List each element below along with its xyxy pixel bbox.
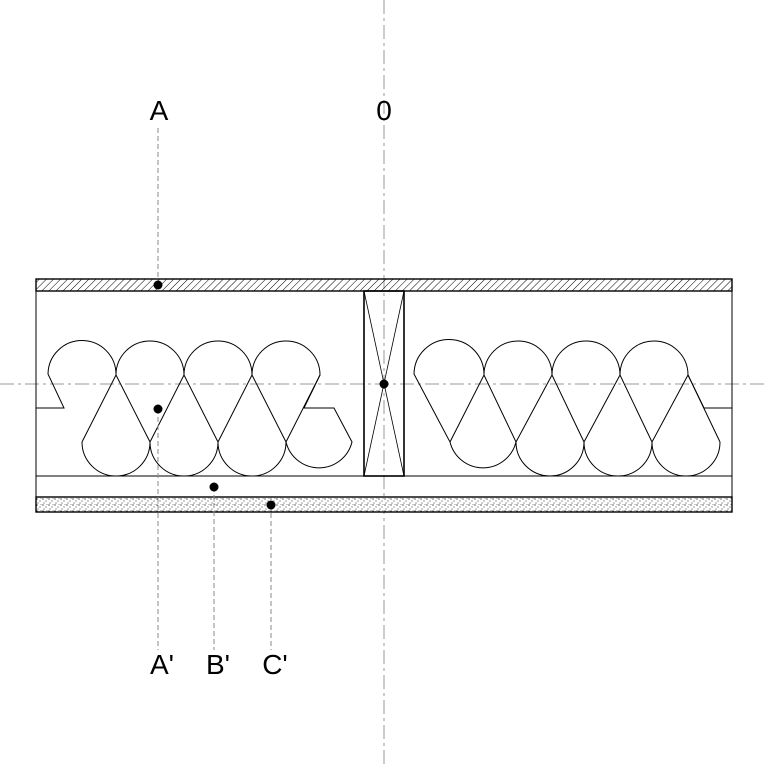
label-zero: 0 [376, 95, 392, 126]
reference-points [153, 280, 389, 510]
point-zero [379, 379, 389, 389]
point-c-prime [266, 500, 276, 510]
bottom-board [35, 496, 733, 513]
label-b-prime: B' [206, 649, 230, 680]
insulation-left [36, 340, 353, 477]
point-a [153, 280, 163, 290]
point-a-prime [153, 404, 163, 414]
point-b-prime [209, 482, 219, 492]
label-a: A [150, 95, 169, 126]
top-sheathing [35, 278, 733, 292]
label-a-prime: A' [150, 649, 174, 680]
label-c-prime: C' [262, 649, 288, 680]
insulation-right [413, 339, 732, 477]
leader-lines [157, 128, 272, 650]
